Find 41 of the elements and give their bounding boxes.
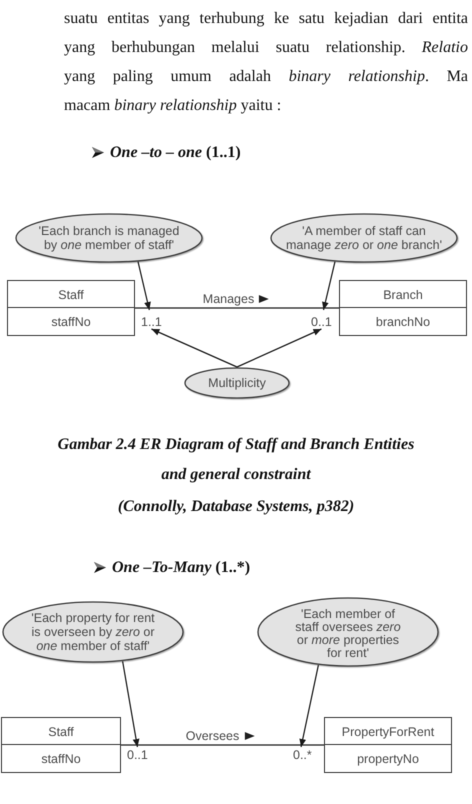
entity-name: Staff [58,288,84,302]
section-heading: One –to – one (1..1) [110,143,241,163]
multiplicity-label: 1..1 [141,310,162,329]
multiplicity-label: 0..* [293,747,312,762]
attribute-name: staffNo [41,752,81,766]
entity-name: Branch [383,288,423,302]
edge-label: Manages [202,292,254,306]
section-heading: One –To-Many (1..*) [112,558,250,578]
relationship-line [135,307,339,309]
figure-caption: Gambar 2.4 ER Diagram of Staff and Branch Entities and general constraint [56,435,416,485]
callout-ellipse [270,213,458,263]
callout-text: 'Each branch is managed by one member of staff' [38,224,180,252]
leader-arrow [299,664,319,748]
attribute-name: propertyNo [357,752,419,766]
leader-arrow [151,328,238,368]
callout-text: 'Each member of staff oversees zero or more properties for rent' [295,608,401,660]
callout-text: 'Each property for rent is overseen by zero or one member of staff' [31,611,155,653]
callout-ellipse [257,597,439,667]
entity-box [1,717,121,773]
attribute-name: branchNo [376,314,430,328]
body-paragraph: suatu entitas yang terhubung ke satu kejadian dari entita yang berhubungan melalui suatu relationship. Relatio yang paling umum adalah binary relationship. Ma macam binary relationship yaitu : [64,9,468,116]
entity-box [339,280,467,336]
leader-arrow [322,262,336,310]
relationship-line [121,744,324,746]
attribute-name: staffNo [51,314,91,328]
leader-arrow [122,661,140,748]
callout-text: Multiplicity [208,376,266,390]
edge-label: Oversees [186,729,240,743]
leader-arrow [137,262,151,310]
callout-text: 'A member of staff can manage zero or one branch' [286,224,442,252]
multiplicity-label: 0..1 [311,310,332,329]
callout-ellipse [2,601,184,663]
entity-name: PropertyForRent [342,724,434,738]
callout-ellipse [184,367,290,399]
callout-ellipse [15,213,203,263]
multiplicity-label: 0..1 [127,747,148,762]
entity-box [324,717,452,773]
leader-arrow [236,328,322,368]
entity-box [7,280,135,336]
figure-citation: (Connolly, Database Systems, p382) [116,497,356,517]
entity-name: Staff [48,724,74,738]
